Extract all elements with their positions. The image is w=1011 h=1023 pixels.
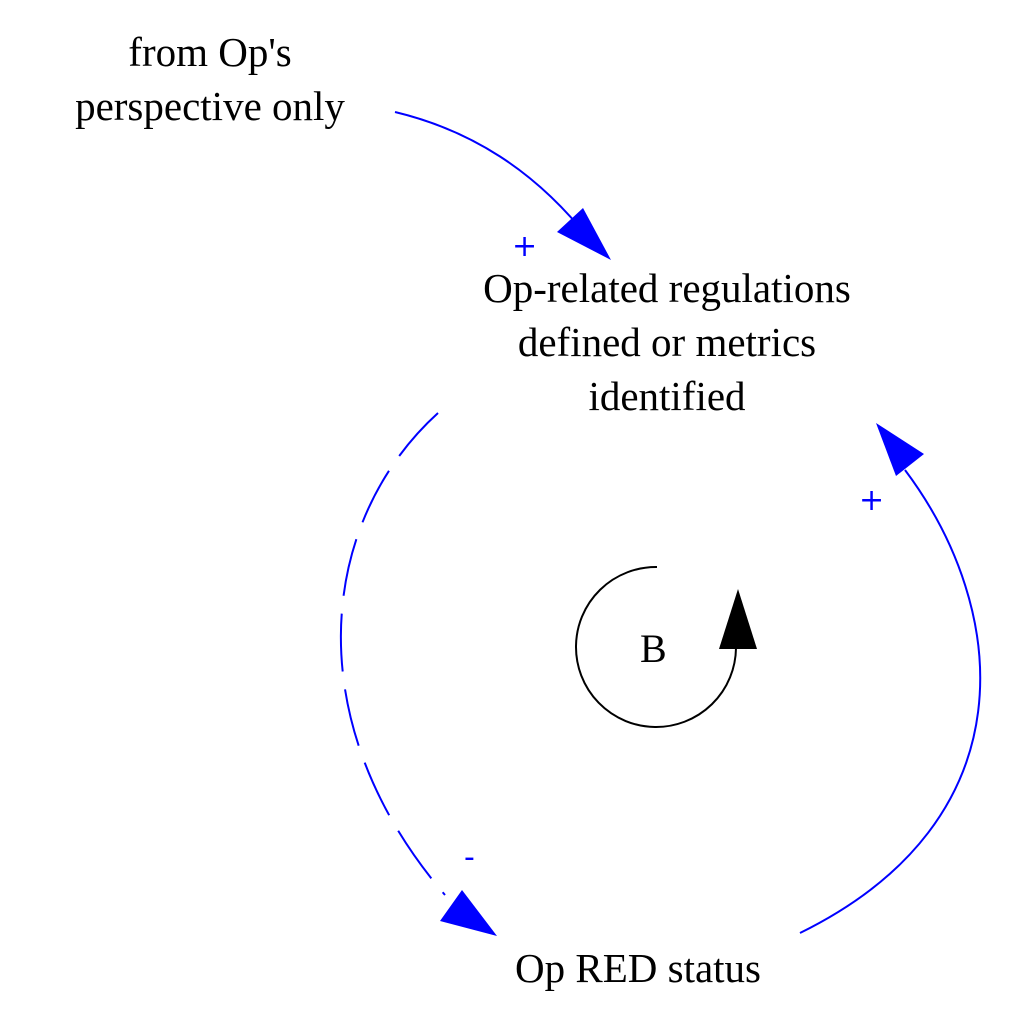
variable-perspective-line-2: perspective only bbox=[75, 83, 345, 129]
variable-regulations: Op-related regulations defined or metric… bbox=[417, 261, 917, 423]
loop-label: B bbox=[640, 626, 667, 671]
variable-red-status-line-1: Op RED status bbox=[515, 945, 761, 991]
variable-regulations-line-1: Op-related regulations bbox=[483, 265, 851, 311]
arrowhead-red-status-to-regulations bbox=[876, 423, 924, 476]
variable-regulations-line-2: defined or metrics bbox=[517, 319, 817, 365]
link-red-status-to-regulations bbox=[799, 469, 982, 934]
variable-perspective-line-1: from Op's bbox=[128, 29, 292, 75]
polarity-regulations-to-red-status: - bbox=[464, 840, 475, 875]
loop-marker-arrowhead bbox=[719, 589, 757, 649]
arrowhead-perspective-to-regulations bbox=[557, 208, 611, 260]
variable-perspective: from Op's perspective only bbox=[20, 25, 400, 133]
link-regulations-to-red-status bbox=[339, 412, 446, 896]
loop-marker-arc bbox=[575, 565, 737, 728]
variable-regulations-line-3: identified bbox=[588, 373, 746, 419]
arrowhead-regulations-to-red-status bbox=[440, 890, 497, 936]
polarity-red-status-to-regulations: + bbox=[859, 483, 885, 518]
polarity-perspective-to-regulations: + bbox=[512, 229, 538, 264]
variable-red-status: Op RED status bbox=[478, 941, 798, 995]
link-perspective-to-regulations bbox=[394, 111, 591, 241]
